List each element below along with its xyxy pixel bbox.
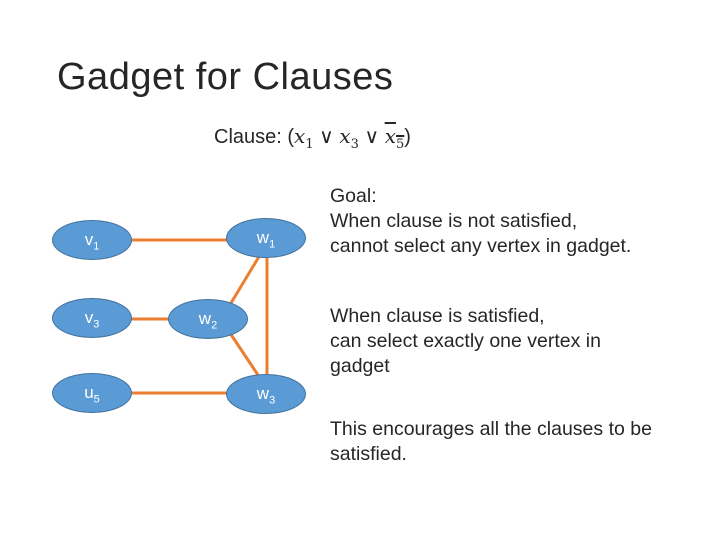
clause-formula: Clause: (x1 ∨ x3 ∨ x5) [214,124,411,152]
satisfied-note: When clause is satisfied, can select exa… [330,304,710,379]
satisfied-line-2: can select exactly one vertex in [330,330,601,352]
goal-line-1: Goal: [330,185,377,207]
vertex-v1: v1 [52,220,132,260]
vertex-w3: w3 [226,374,306,414]
encourage-note: This encourages all the clauses to be sa… [330,417,710,467]
satisfied-line-1: When clause is satisfied, [330,305,545,327]
literal-x3: x3 [339,124,359,152]
edge-w1-w2 [226,254,262,309]
vertex-w1: w1 [226,218,306,258]
goal-line-2: When clause is not satisfied, [330,210,578,232]
vertex-w2: w2 [168,299,248,339]
vertex-v3: v3 [52,298,132,338]
encourage-line-2: satisfied. [330,443,407,465]
satisfied-line-3: gadget [330,355,390,377]
goal-line-3: cannot select any vertex in gadget. [330,235,632,257]
goal-note: Goal: When clause is not satisfied, cann… [330,184,710,259]
edge-w2-w3 [226,329,260,376]
or-symbol-1: ∨ [319,126,334,148]
clause-prefix: Clause: ( [214,126,295,148]
vertex-u5: u5 [52,373,132,413]
or-symbol-2: ∨ [364,126,380,148]
clause-suffix: ) [404,126,411,148]
slide-title: Gadget for Clauses [57,56,394,98]
encourage-line-1: This encourages all the clauses to be [330,418,652,440]
literal-x1: x1 [294,124,314,152]
literal-not-x5: x5 [384,124,405,152]
